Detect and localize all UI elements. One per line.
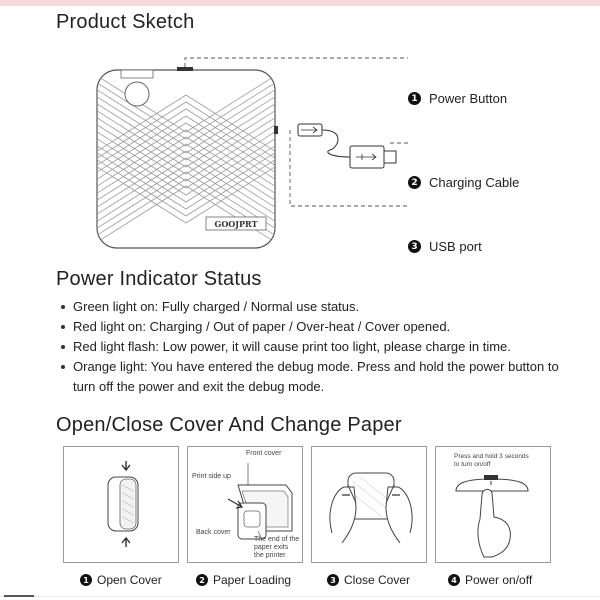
body-texture-line [97, 92, 275, 154]
callout-label: USB port [429, 239, 482, 254]
front-cover-label: Front cover [246, 450, 282, 457]
callout-label: Charging Cable [429, 175, 520, 190]
callout-label: Power Button [429, 91, 508, 106]
body-texture-line [97, 143, 275, 205]
caption-close-cover: 3 Close Cover [327, 573, 410, 587]
charging-cable [297, 123, 397, 169]
callout-power-button: 1 Power Button [408, 91, 507, 106]
callout-charging-cable: 2 Charging Cable [408, 175, 519, 190]
usb-port-shape [274, 126, 278, 134]
paper-exit-label-2: paper exits [254, 544, 289, 551]
caption-number: 3 [327, 574, 339, 586]
status-item-green: Green light on: Fully charged / Normal u… [60, 297, 560, 317]
body-texture-line [97, 148, 275, 210]
caption-number: 2 [196, 574, 208, 586]
body-texture-line [97, 115, 275, 177]
printer-sketch-svg: GOOJPRT [96, 57, 408, 249]
body-texture-line [97, 155, 275, 217]
press-hold-label-2: to turn on/off [454, 461, 491, 468]
body-texture-line [97, 157, 275, 219]
body-texture-line [97, 85, 275, 147]
right-hand-icon [385, 486, 413, 544]
body-texture-line [97, 108, 275, 170]
body-texture-line [97, 122, 275, 184]
caption-paper-loading: 2 Paper Loading [196, 573, 291, 587]
arrow-up-icon [121, 536, 131, 547]
callout-number: 3 [408, 240, 421, 253]
left-hand-icon [329, 486, 357, 544]
caption-number: 1 [80, 574, 92, 586]
power-button-shape [177, 67, 193, 71]
body-texture-line [97, 141, 275, 203]
power-key-shape [484, 475, 498, 480]
arrow-down-icon [121, 461, 131, 472]
cover-section-title: Open/Close Cover And Change Paper [56, 414, 402, 436]
status-item-red-on: Red light on: Charging / Out of paper / … [60, 317, 560, 337]
product-sketch: GOOJPRT 1 Power Button 2 Charging Cable … [0, 40, 600, 260]
brand-label: GOOJPRT [214, 219, 257, 229]
body-texture-line [97, 99, 275, 161]
caption-open-cover: 1 Open Cover [80, 573, 162, 587]
paper-loading-illustration [227, 463, 293, 540]
back-cover-label: Back cover [196, 529, 231, 536]
power-onoff-illustration [455, 475, 529, 558]
top-accent-bar [0, 0, 600, 6]
body-texture-line [97, 150, 275, 212]
close-cover-illustration [329, 472, 413, 544]
body-texture-line [97, 120, 275, 182]
callout-usb-port: 3 USB port [408, 239, 482, 254]
caption-label: Open Cover [97, 573, 162, 587]
close-cover-panel [311, 446, 427, 563]
paper-exit-label-1: The end of the [254, 536, 300, 543]
callout-number: 1 [408, 92, 421, 105]
body-texture-line [97, 164, 275, 226]
body-texture-line [97, 136, 275, 198]
finger-press-icon [477, 488, 511, 558]
body-texture-line [97, 129, 275, 191]
power-indicator-title: Power Indicator Status [56, 268, 262, 290]
paper-exit-label-3: the printer [254, 552, 286, 559]
bottom-tick-mark [4, 595, 34, 597]
body-texture-line [97, 106, 275, 168]
open-cover-panel [63, 446, 179, 563]
caption-label: Paper Loading [213, 573, 292, 587]
body-texture-line [97, 78, 275, 140]
body-texture-line [97, 127, 275, 189]
body-texture-line [97, 94, 275, 156]
power-onoff-panel: Press and hold 3 seconds to turn on/off [435, 446, 551, 563]
product-sketch-title: Product Sketch [56, 11, 195, 33]
bottom-divider [0, 596, 600, 597]
press-hold-label-1: Press and hold 3 seconds [454, 453, 529, 460]
body-texture-line [97, 171, 275, 233]
caption-power-onoff: 4 Power on/off [448, 573, 532, 587]
status-item-red-flash: Red light flash: Low power, it will caus… [60, 337, 560, 357]
caption-label: Power on/off [465, 573, 533, 587]
body-texture-line [97, 101, 275, 163]
leader-lines [184, 57, 408, 207]
status-list: Green light on: Fully charged / Normal u… [60, 297, 560, 397]
body-texture-line [97, 113, 275, 175]
open-cover-illustration [107, 461, 139, 547]
printer-body: GOOJPRT [96, 67, 278, 249]
caption-label: Close Cover [344, 573, 411, 587]
paper-loading-panel: Front cover Print side up Back cover The… [187, 446, 303, 563]
print-side-up-label: Print side up [192, 473, 231, 480]
body-texture-line [97, 71, 275, 133]
status-item-orange: Orange light: You have entered the debug… [60, 357, 560, 397]
callout-number: 2 [408, 176, 421, 189]
caption-number: 4 [448, 574, 460, 586]
body-texture-line [97, 162, 275, 224]
body-texture-line [97, 134, 275, 196]
